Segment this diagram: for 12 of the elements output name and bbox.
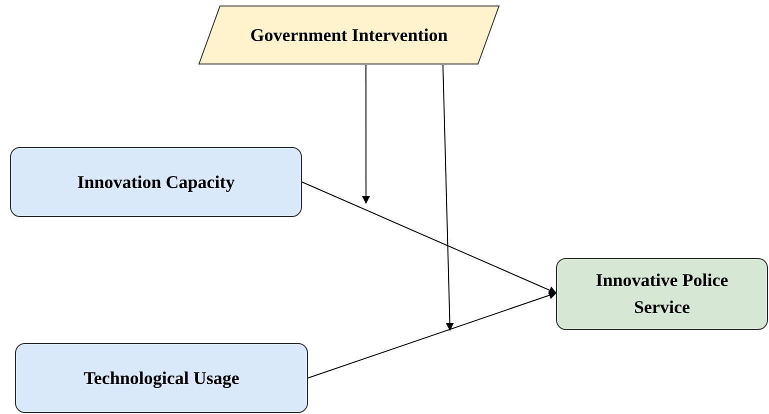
arrow (442, 64, 454, 331)
box-label: Government Intervention (250, 24, 448, 46)
arrow (302, 182, 557, 294)
arrow (362, 64, 370, 204)
box-label: Technological Usage (84, 366, 240, 390)
box-label: Innovation Capacity (77, 170, 235, 194)
arrow (308, 291, 557, 378)
box-label: Innovative Police Service (594, 269, 730, 319)
process-box (15, 343, 308, 413)
process-box (10, 147, 302, 217)
parallelogram-box (198, 5, 500, 65)
process-box (556, 258, 768, 330)
